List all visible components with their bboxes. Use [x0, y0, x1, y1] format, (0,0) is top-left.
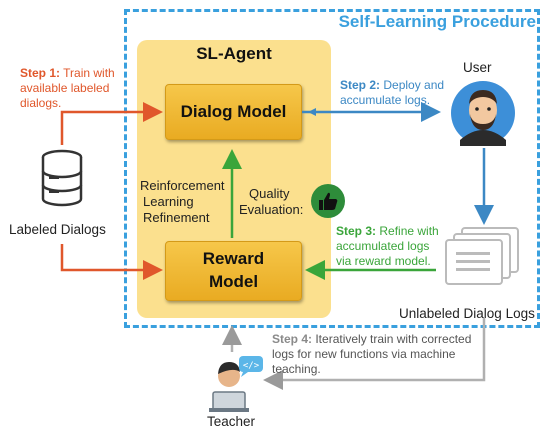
dialog-model-box: Dialog Model [165, 84, 302, 140]
step2-line2: accumulate logs. [340, 93, 431, 107]
procedure-title: Self-Learning Procedure [338, 12, 536, 31]
step2-line1: Deploy and [380, 78, 445, 92]
rl-refinement-text: Reinforcement Learning Refinement [140, 178, 225, 226]
step2-title: Step 2: [340, 78, 381, 92]
step4-title: Step 4: [272, 332, 313, 346]
step3-line3: via reward model. [336, 254, 431, 268]
rl-line1: Reinforcement [140, 178, 225, 193]
thumbs-up-icon [311, 184, 345, 218]
step1-text: Step 1: Train with available labeled dia… [20, 66, 115, 111]
sl-agent-title: SL-Agent [196, 44, 272, 63]
step2-arrow-tail [308, 108, 316, 116]
reward-model-label-2: Model [208, 272, 259, 291]
self-learning-procedure-box [124, 9, 540, 328]
step4-line2: logs for new functions via machine [272, 347, 456, 361]
unlabeled-logs-label: Unlabeled Dialog Logs [399, 306, 535, 321]
reward-model-label-1: Reward [202, 249, 265, 269]
quality-line1: Quality [249, 186, 290, 201]
teacher-icon: </> [209, 356, 263, 412]
labeled-dialogs-label: Labeled Dialogs [9, 222, 106, 237]
step1-line1: Train with [60, 66, 115, 80]
rl-line2: Learning [143, 194, 194, 209]
step1-line3: dialogs. [20, 96, 62, 110]
step1-arrow-bottom [60, 244, 163, 280]
quality-eval-text: Quality Evaluation: [239, 186, 303, 218]
step2-text: Step 2: Deploy and accumulate logs. [340, 78, 444, 108]
svg-text:</>: </> [243, 361, 260, 371]
step3-line2: accumulated logs [336, 239, 430, 253]
step4-line [263, 318, 486, 390]
step3-title: Step 3: [336, 224, 377, 238]
user-avatar-icon [451, 81, 515, 146]
dialog-model-label: Dialog Model [180, 101, 287, 121]
user-label: User [463, 60, 492, 75]
step1-title: Step 1: [20, 66, 61, 80]
step1-line2: available labeled [20, 81, 110, 95]
step4-line1: Iteratively train with corrected [312, 332, 472, 346]
teacher-label: Teacher [207, 414, 256, 429]
rl-line3: Refinement [143, 210, 210, 225]
step4-line3: teaching. [272, 362, 321, 376]
database-icon [41, 149, 83, 207]
dialog-logs-icon [445, 227, 519, 285]
reward-model-box: Reward Model [165, 241, 302, 301]
quality-line2: Evaluation: [239, 202, 304, 217]
step3-text: Step 3: Refine with accumulated logs via… [336, 224, 439, 269]
step1-arrow-top [60, 102, 163, 145]
step3-line1: Refine with [376, 224, 439, 238]
step4-text: Step 4: Iteratively train with corrected… [272, 332, 471, 377]
